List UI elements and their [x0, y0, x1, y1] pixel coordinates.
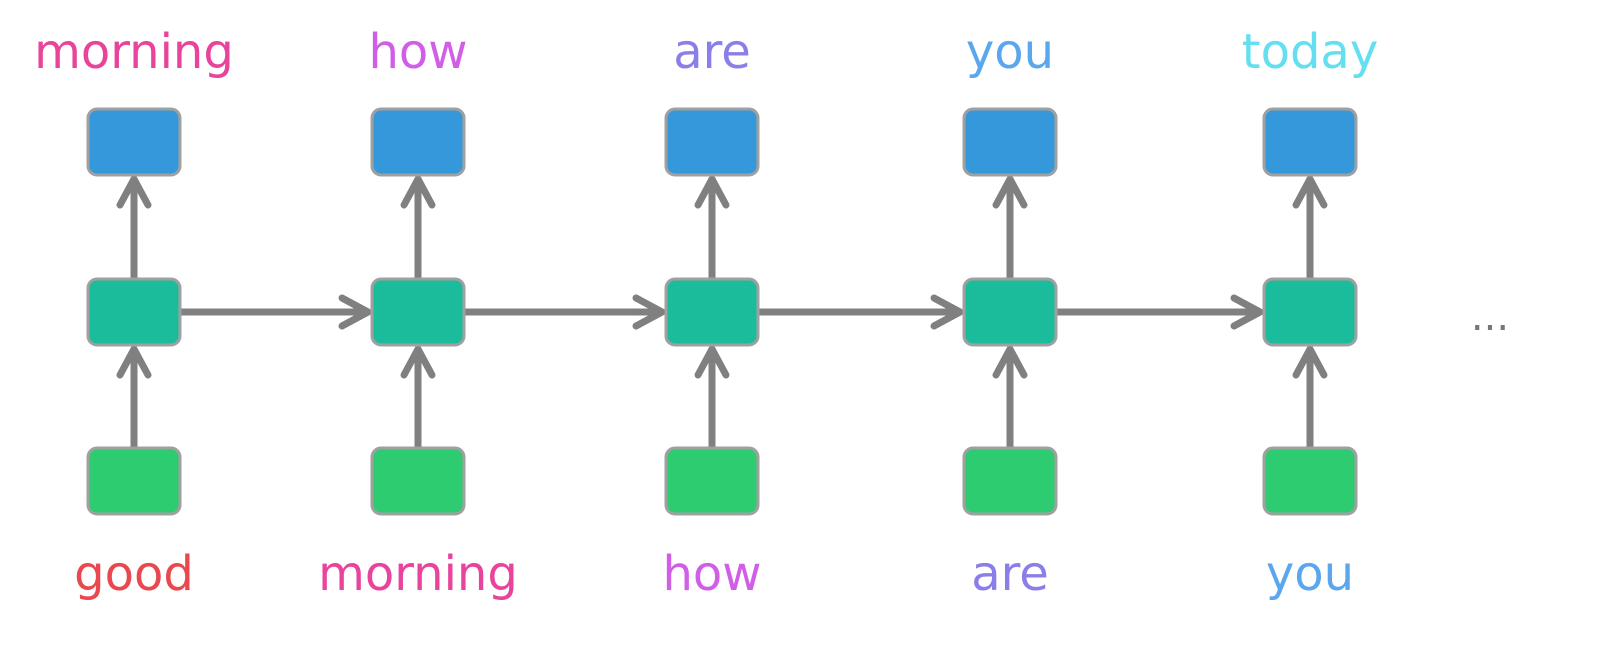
output-box-2	[370, 107, 466, 177]
recurrent-arrow-3	[754, 294, 964, 330]
input-to-hidden-arrow-3	[694, 345, 730, 452]
output-box-3	[664, 107, 760, 177]
input-box-3	[664, 446, 760, 516]
recurrent-arrow-2	[460, 294, 666, 330]
output-word-4: you	[966, 24, 1054, 80]
output-word-3: are	[673, 24, 751, 80]
input-box-2	[370, 446, 466, 516]
output-word-5: today	[1242, 24, 1378, 80]
input-box-4	[962, 446, 1058, 516]
input-word-4: are	[971, 546, 1049, 602]
input-word-3: how	[662, 546, 761, 602]
recurrent-arrow-4	[1052, 294, 1264, 330]
input-to-hidden-arrow-1	[116, 345, 152, 452]
input-to-hidden-arrow-4	[992, 345, 1028, 452]
input-to-hidden-arrow-5	[1292, 345, 1328, 452]
hidden-to-output-arrow-3	[694, 175, 730, 283]
hidden-state-box-1	[86, 277, 182, 347]
input-word-1: good	[74, 546, 194, 602]
output-box-4	[962, 107, 1058, 177]
hidden-state-box-3	[664, 277, 760, 347]
input-word-2: morning	[318, 546, 518, 602]
hidden-to-output-arrow-1	[116, 175, 152, 283]
recurrent-arrow-1	[176, 294, 372, 330]
input-word-5: you	[1266, 546, 1354, 602]
hidden-state-box-5	[1262, 277, 1358, 347]
hidden-to-output-arrow-5	[1292, 175, 1328, 283]
input-to-hidden-arrow-2	[400, 345, 436, 452]
output-box-5	[1262, 107, 1358, 177]
input-box-5	[1262, 446, 1358, 516]
labels-layer: morning good how morning are how you are today yo…	[34, 24, 1378, 602]
input-box-1	[86, 446, 182, 516]
continuation-ellipsis: ...	[1471, 294, 1509, 340]
hidden-state-box-2	[370, 277, 466, 347]
hidden-to-output-arrow-4	[992, 175, 1028, 283]
hidden-state-box-4	[962, 277, 1058, 347]
output-word-2: how	[368, 24, 467, 80]
boxes-layer	[86, 107, 1358, 516]
hidden-to-output-arrow-2	[400, 175, 436, 283]
arrows-layer	[116, 175, 1328, 452]
output-box-1	[86, 107, 182, 177]
output-word-1: morning	[34, 24, 234, 80]
